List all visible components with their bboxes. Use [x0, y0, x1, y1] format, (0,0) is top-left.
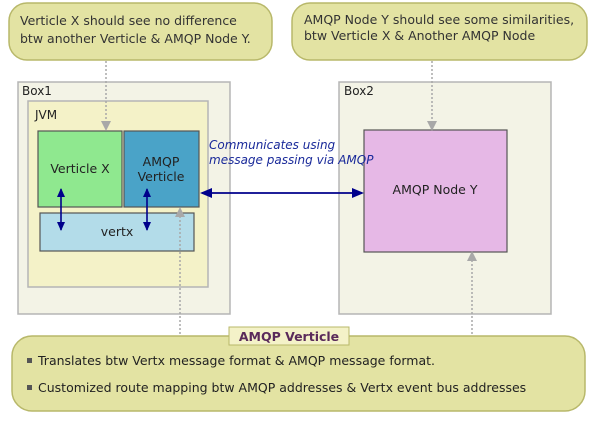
communication-line2: message passing via AMQP [209, 153, 374, 167]
note-right: AMQP Node Y should see some similarities… [291, 2, 588, 61]
box2-label: Box2 [344, 84, 374, 98]
amqp-verticle-label-line2: Verticle [138, 169, 185, 184]
amqp-verticle-node: AMQP Verticle [123, 130, 200, 208]
note-left-line1: Verticle X should see no difference [20, 13, 237, 28]
panel-title-tab [228, 326, 350, 346]
panel-bullet-1: Translates btw Vertx message format & AM… [37, 353, 435, 368]
amqp-node-y-label: AMQP Node Y [393, 182, 478, 197]
verticle-x-node: Verticle X [37, 130, 123, 208]
amqp-verticle-panel: AMQP Verticle Translates btw Vertx messa… [11, 326, 586, 412]
note-left: Verticle X should see no difference btw … [8, 2, 273, 61]
note-left-line2: btw another Verticle & AMQP Node Y. [20, 31, 251, 46]
jvm-label: JVM [34, 108, 57, 122]
bullet-marker-2 [27, 385, 32, 390]
amqp-node-y: AMQP Node Y [363, 129, 508, 253]
vertx-label: vertx [101, 224, 134, 239]
note-right-line1: AMQP Node Y should see some similarities… [304, 12, 574, 27]
panel-bullet-2: Customized route mapping btw AMQP addres… [38, 380, 526, 395]
amqp-verticle-label-line1: AMQP [143, 154, 180, 169]
bullet-marker-1 [27, 358, 32, 363]
communication-caption: Communicates using message passing via A… [209, 138, 374, 167]
communication-line1: Communicates using [209, 138, 336, 152]
note-right-line2: btw Verticle X & Another AMQP Node [304, 28, 535, 43]
verticle-x-label: Verticle X [50, 161, 110, 176]
vertx-bus: vertx [39, 212, 195, 252]
box1-label: Box1 [22, 84, 52, 98]
panel-title: AMQP Verticle [239, 329, 339, 344]
